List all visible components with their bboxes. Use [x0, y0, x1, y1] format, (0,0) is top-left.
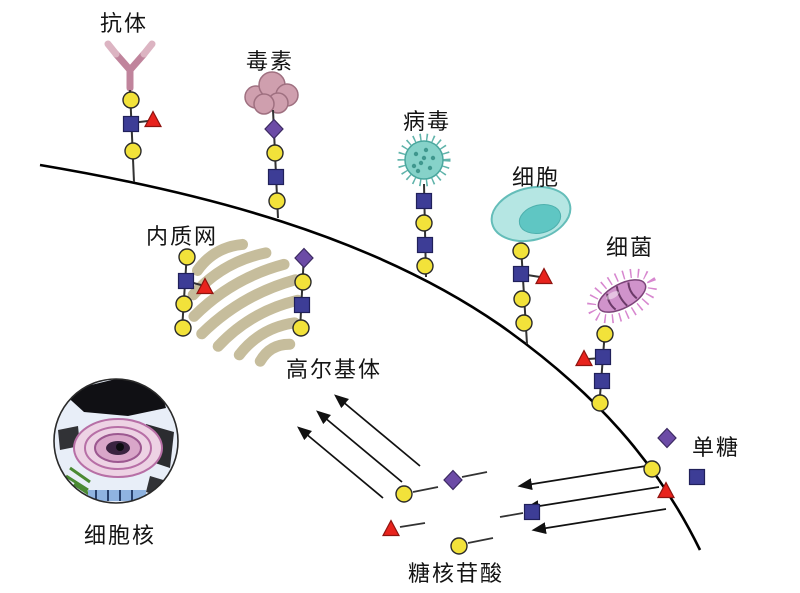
sugar-square-icon: [416, 236, 434, 254]
membrane-import-arrows: [517, 464, 667, 535]
sugar-square-icon: [122, 115, 140, 133]
sugar-square-icon: [267, 168, 285, 186]
sugar-circle-icon: [122, 91, 140, 109]
sugar-diamond-icon: [443, 469, 463, 491]
sugar-circle-icon: [416, 257, 434, 275]
sugar-nucleotide-group: [382, 469, 541, 555]
sugar-square-icon: [688, 468, 706, 486]
sugar-square-icon: [523, 503, 541, 521]
label-virus: 病毒: [403, 109, 452, 134]
bacteria-icon: [587, 268, 657, 324]
toxin-icon: [244, 71, 299, 115]
sugar-circle-icon: [596, 325, 614, 343]
cell-glycan: [512, 242, 553, 345]
sugar-triangle-icon: [657, 481, 675, 499]
bacteria-glycan: [575, 325, 614, 412]
label-bacteria: 细菌: [606, 235, 655, 260]
antibody-glycan: [122, 89, 162, 183]
label-golgi: 高尔基体: [286, 357, 383, 382]
antibody-icon: [104, 40, 156, 92]
sugar-diamond-icon: [294, 247, 314, 269]
sugar-circle-icon: [174, 319, 192, 337]
sugar-square-icon: [594, 348, 612, 366]
label-toxin: 毒素: [246, 49, 295, 74]
label-cell: 细胞: [512, 165, 561, 190]
sugar-square-icon: [593, 372, 611, 390]
label-nucleus: 细胞核: [84, 523, 157, 548]
label-er: 内质网: [146, 224, 219, 249]
membrane-line: [39, 163, 702, 551]
sugar-circle-icon: [643, 460, 661, 478]
cell-icon: [490, 185, 572, 243]
sugar-circle-icon: [591, 394, 609, 412]
sugar-circle-icon: [512, 242, 530, 260]
sugar-circle-icon: [294, 273, 312, 291]
sugar-diamond-icon: [657, 427, 677, 449]
virus-glycan: [415, 183, 434, 278]
nucleus-illustration: [53, 378, 179, 504]
sugar-square-icon: [293, 296, 311, 314]
label-sugar-nucleotide: 糖核苷酸: [408, 561, 505, 586]
sugar-triangle-icon: [144, 110, 162, 128]
sugar-square-icon: [177, 272, 195, 290]
sugar-circle-icon: [415, 214, 433, 232]
sugar-triangle-icon: [382, 519, 400, 537]
sugar-circle-icon: [395, 485, 413, 503]
sugar-circle-icon: [175, 295, 193, 313]
sugar-square-icon: [512, 265, 530, 283]
sugar-circle-icon: [124, 142, 142, 160]
sugar-circle-icon: [515, 314, 533, 332]
sugar-circle-icon: [292, 319, 310, 337]
er-glycan-right: [292, 247, 314, 337]
sugar-circle-icon: [178, 248, 196, 266]
label-monosaccharide: 单糖: [692, 435, 741, 460]
sugar-circle-icon: [268, 192, 286, 210]
virus-icon: [397, 133, 451, 187]
sugar-circle-icon: [513, 290, 531, 308]
er-glycan-left: [174, 248, 214, 337]
sugar-square-icon: [415, 192, 433, 210]
sugar-diamond-icon: [264, 118, 284, 140]
toxin-glycan: [264, 109, 286, 219]
label-antibody: 抗体: [100, 11, 149, 36]
sugar-circle-icon: [450, 537, 468, 555]
sugar-circle-icon: [266, 144, 284, 162]
golgi-transport-arrows: [297, 394, 421, 499]
